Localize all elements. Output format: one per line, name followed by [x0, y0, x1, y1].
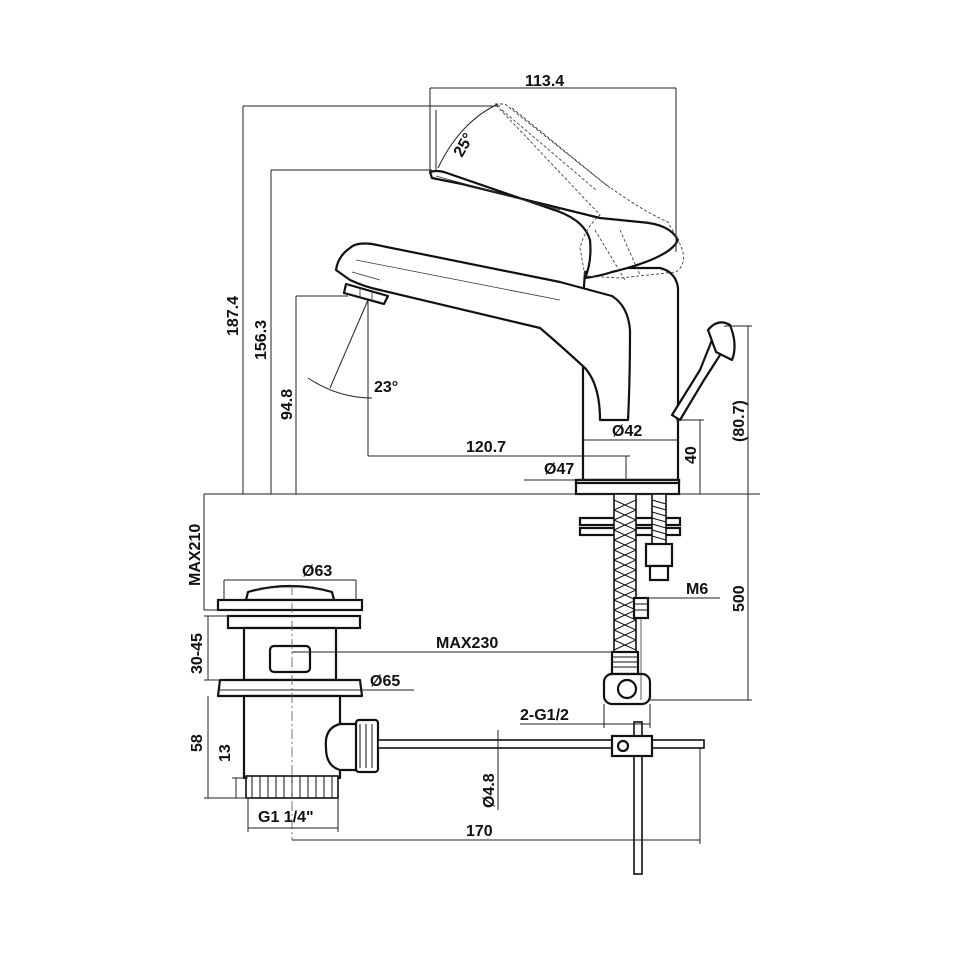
label-rod-length: 170: [466, 823, 493, 840]
label-flange-diameter: Ø65: [370, 673, 400, 690]
label-drain-height: 58: [189, 734, 206, 752]
label-spout-angle: 23°: [374, 379, 398, 396]
label-drain-thread: G1 1/4": [258, 809, 314, 826]
label-lever-angle: 25°: [451, 131, 478, 160]
dimension-lines: [203, 87, 760, 844]
label-thread-height: 13: [217, 744, 234, 762]
label-height-total: 187.4: [225, 296, 242, 336]
label-hose-length: MAX230: [436, 635, 498, 652]
label-drain-range: 30-45: [189, 633, 206, 674]
label-max-deck: MAX210: [187, 524, 204, 586]
label-height-outlet: 94.8: [279, 389, 296, 420]
label-height-spout-top: 156.3: [253, 320, 270, 360]
label-lever-height: (80.7): [731, 400, 748, 442]
label-spout-reach: 120.7: [466, 439, 506, 456]
label-base-diameter: Ø47: [544, 461, 574, 478]
label-rod-diameter: Ø4.8: [481, 773, 498, 808]
label-base-height: 40: [683, 446, 700, 464]
label-flex-length: 500: [731, 585, 748, 612]
faucet-body: [334, 169, 736, 496]
label-drain-top-diameter: Ø63: [302, 563, 332, 580]
label-body-diameter: Ø42: [612, 423, 642, 440]
label-hose-thread: 2-G1/2: [520, 707, 569, 724]
pop-up-drain: [216, 584, 705, 875]
mounting-assembly: [578, 493, 682, 706]
label-width-top: 113.4: [525, 73, 564, 90]
lever-alternate-position: [493, 103, 684, 281]
label-stud-thread: M6: [686, 581, 708, 598]
